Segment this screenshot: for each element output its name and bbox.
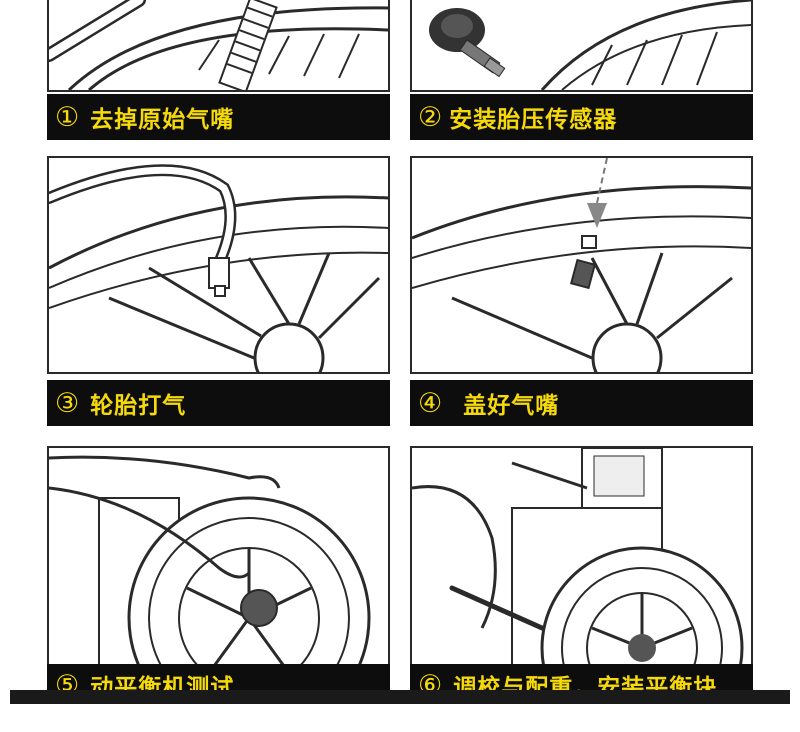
bottom-divider [10, 690, 790, 704]
step-4-label: 盖好气嘴 [463, 393, 560, 419]
step-2-illustration [410, 0, 753, 92]
step-1-caption: ① 去掉原始气嘴 [47, 94, 390, 140]
step-4-number: ④ [418, 387, 444, 419]
step-3-illustration [47, 156, 390, 374]
step-2-panel: ② 安装胎压传感器 [410, 0, 753, 140]
step-6-panel: ⑥ 调校与配重，安装平衡块 [410, 446, 753, 706]
step-3-number: ③ [55, 387, 81, 419]
step-3-label: 轮胎打气 [90, 393, 187, 419]
step-4-caption: ④ 盖好气嘴 [410, 380, 753, 426]
step-6-illustration [410, 446, 753, 668]
step-1-panel: ① 去掉原始气嘴 [47, 0, 390, 140]
step-3-caption: ③ 轮胎打气 [47, 380, 390, 426]
step-1-number: ① [55, 101, 81, 133]
step-4-illustration [410, 156, 753, 374]
step-2-caption: ② 安装胎压传感器 [410, 94, 753, 140]
step-5-illustration [47, 446, 390, 668]
step-1-label: 去掉原始气嘴 [90, 107, 235, 133]
step-1-illustration [47, 0, 390, 92]
step-2-number: ② [418, 101, 444, 133]
bottom-margin [0, 704, 800, 732]
step-3-panel: ③ 轮胎打气 [47, 156, 390, 426]
step-2-label: 安装胎压传感器 [449, 107, 618, 133]
tpms-sensor-icon [429, 8, 506, 78]
step-5-panel: ⑤ 动平衡机测试 [47, 446, 390, 706]
step-4-panel: ④ 盖好气嘴 [410, 156, 753, 426]
